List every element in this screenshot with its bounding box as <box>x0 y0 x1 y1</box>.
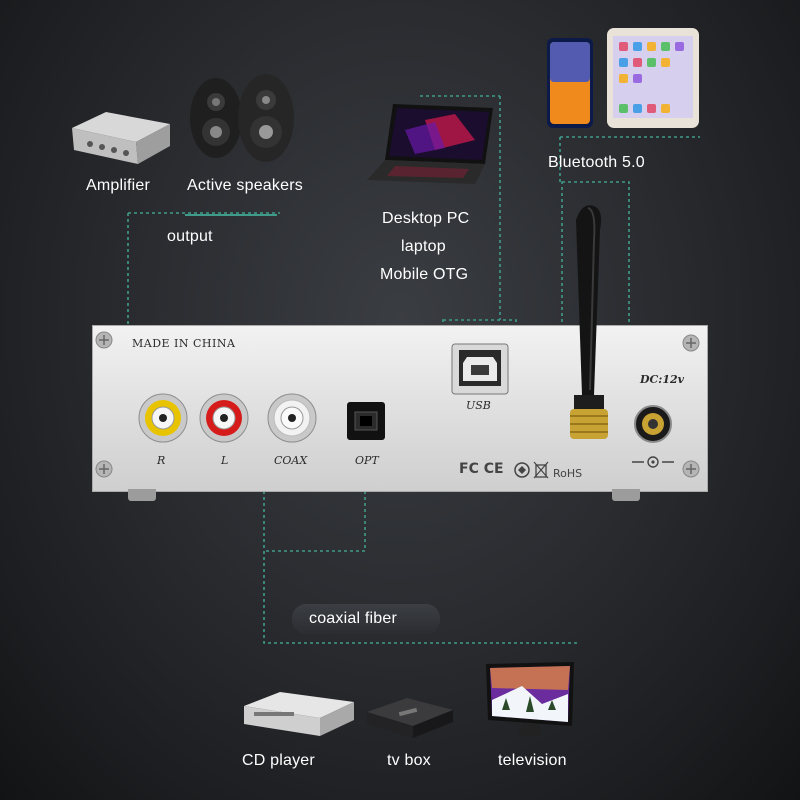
rca-jack-l <box>199 393 249 443</box>
tv-box-label: tv box <box>387 752 431 769</box>
screw-icon <box>95 460 113 478</box>
device-foot-right <box>612 489 640 501</box>
jack-l-label: L <box>221 454 229 467</box>
device-foot-left <box>128 489 156 501</box>
cd-player-image <box>240 688 356 740</box>
coaxial-fiber-pill <box>292 604 440 634</box>
coax-label: COAX <box>274 454 308 467</box>
polarity-icon <box>632 456 674 468</box>
usb-label: USB <box>466 399 491 412</box>
weee-bin-icon <box>533 461 549 479</box>
amplifier-label: Amplifier <box>86 177 151 194</box>
wire-usb <box>420 95 501 320</box>
coax-jack <box>267 393 317 443</box>
laptop-image <box>365 100 500 190</box>
device-rear-panel <box>92 325 708 492</box>
wire-opt-down <box>264 473 366 552</box>
rca-jack-r <box>138 393 188 443</box>
recycle-icon <box>514 462 530 478</box>
antenna <box>570 205 608 439</box>
certification-marks: FC CE <box>459 461 504 477</box>
made-in-label: MADE IN CHINA <box>132 337 236 350</box>
laptop-label: laptop <box>401 238 446 255</box>
dc-label: DC:12v <box>640 373 685 386</box>
bluetooth-label: Bluetooth 5.0 <box>548 154 645 171</box>
desktop-pc-label: Desktop PC <box>382 210 470 227</box>
output-underline <box>185 214 277 216</box>
rohs-label: RoHS <box>553 467 583 480</box>
screw-icon <box>95 331 113 349</box>
tv-box-image <box>363 692 455 742</box>
active-speakers-image <box>186 70 298 166</box>
opt-label: OPT <box>355 454 379 467</box>
television-label: television <box>498 752 567 769</box>
active-speakers-label: Active speakers <box>187 177 303 194</box>
dc-power-jack <box>634 405 672 443</box>
coaxial-fiber-label: coaxial fiber <box>309 610 397 627</box>
wire-output <box>127 212 280 335</box>
output-label: output <box>167 228 213 245</box>
mobile-devices-image <box>545 26 701 130</box>
jack-r-label: R <box>157 454 166 467</box>
television-image <box>482 660 578 740</box>
wire-coax-down <box>263 473 578 644</box>
wire-bluetooth <box>559 136 700 182</box>
screw-icon <box>682 334 700 352</box>
cd-player-label: CD player <box>242 752 315 769</box>
amplifier-image <box>66 106 176 166</box>
optical-port <box>347 402 385 440</box>
mobile-otg-label: Mobile OTG <box>380 266 469 283</box>
screw-icon <box>682 460 700 478</box>
usb-b-port <box>451 343 509 395</box>
